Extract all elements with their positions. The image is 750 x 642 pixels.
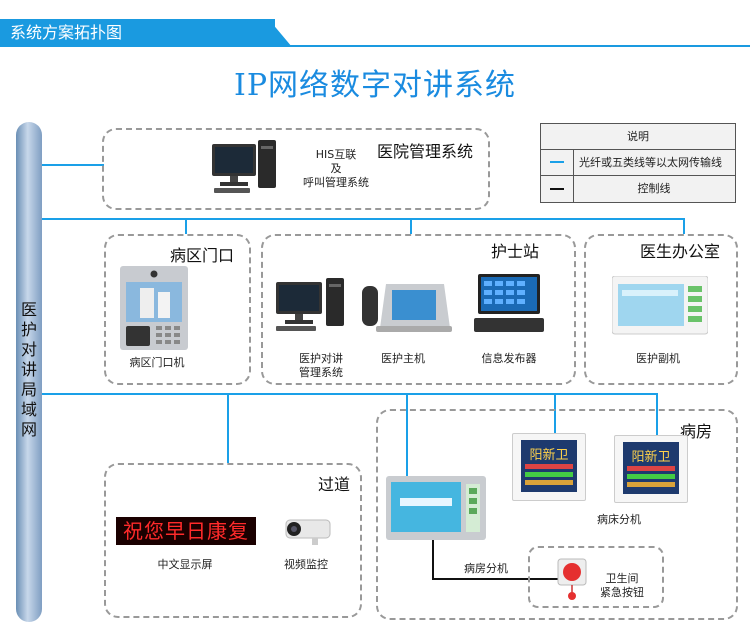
section-title: 系统方案拓扑图 — [10, 23, 123, 42]
nurse-station-title: 护士站 — [491, 242, 540, 261]
computer-icon — [212, 140, 276, 193]
control-line-h — [432, 578, 560, 580]
nurse-mgmt-label: 医护对讲管理系统 — [299, 352, 343, 379]
bed-unit-2: 阳新卫 — [614, 435, 688, 503]
ward-room-title: 病房 — [680, 422, 713, 441]
led-display-label: 中文显示屏 — [157, 558, 213, 571]
bed-unit-1-screen-text: 阳新卫 — [529, 448, 569, 463]
lan-bus-label: 医护对讲局域网 — [20, 300, 37, 439]
drop-nurse — [410, 218, 412, 234]
doctor-substation-icon — [612, 276, 708, 335]
room-unit-icon — [386, 476, 486, 540]
bed-unit-2-screen-text: 阳新卫 — [631, 450, 671, 465]
group-corridor — [104, 463, 362, 618]
group-nurse-station — [261, 234, 576, 385]
nurse-host-icon — [362, 284, 452, 332]
link-upper-horizontal — [42, 218, 684, 220]
group-doctor-office — [584, 234, 738, 385]
camera-icon — [285, 519, 331, 545]
group-toilet — [528, 546, 664, 608]
group-ward-room — [376, 409, 738, 620]
doctor-substation-label: 医护副机 — [636, 352, 680, 365]
hospital-mgmt-title: 医院管理系统 — [377, 142, 474, 161]
main-title: IP网络数字对讲系统 — [233, 68, 517, 103]
door-unit-icon — [120, 266, 188, 350]
ward-door-title: 病区门口 — [170, 246, 235, 265]
legend-box: 说明 光纤或五类线等以太网传输线 控制线 — [540, 123, 736, 203]
toilet-button-label: 卫生间紧急按钮 — [600, 572, 644, 599]
legend-label-network: 光纤或五类线等以太网传输线 — [579, 156, 722, 169]
legend-label-control: 控制线 — [637, 182, 671, 195]
group-hospital-mgmt — [102, 128, 490, 210]
mgmt-computer-icon — [276, 278, 344, 331]
ward-door-device-label: 病区门口机 — [129, 356, 185, 369]
link-hospital — [42, 164, 104, 166]
lan-bus — [16, 122, 42, 622]
drop-doctor — [683, 218, 685, 234]
drop-bed-2 — [656, 393, 658, 435]
legend-swatch-control — [550, 188, 564, 190]
drop-ward-door — [185, 218, 187, 234]
info-publisher-label: 信息发布器 — [481, 352, 537, 365]
drop-room-unit — [406, 393, 408, 478]
drop-bed-1 — [554, 393, 556, 433]
emergency-button-icon — [557, 558, 587, 600]
bed-unit-1: 阳新卫 — [512, 433, 586, 501]
led-display-screen: 祝您早日康复 — [116, 517, 256, 545]
room-unit-label: 病房分机 — [464, 562, 508, 575]
legend-title: 说明 — [541, 124, 735, 150]
section-header-bar — [0, 19, 275, 47]
control-line-v — [432, 540, 434, 580]
group-ward-door — [104, 234, 251, 385]
link-lower-horizontal — [42, 393, 657, 395]
bed-unit-label: 病床分机 — [597, 513, 641, 526]
section-header-line — [0, 45, 750, 47]
nurse-host-label: 医护主机 — [381, 352, 425, 365]
corridor-title: 过道 — [318, 475, 351, 494]
info-publisher-icon — [474, 274, 544, 332]
doctor-office-title: 医生办公室 — [640, 242, 721, 261]
hospital-mgmt-device-label: HIS互联及呼叫管理系统 — [303, 148, 369, 189]
legend-swatch-network — [550, 161, 564, 163]
camera-label: 视频监控 — [284, 558, 328, 571]
legend-row-network: 光纤或五类线等以太网传输线 — [541, 150, 735, 176]
drop-corridor — [227, 393, 229, 463]
legend-row-control: 控制线 — [541, 176, 735, 202]
